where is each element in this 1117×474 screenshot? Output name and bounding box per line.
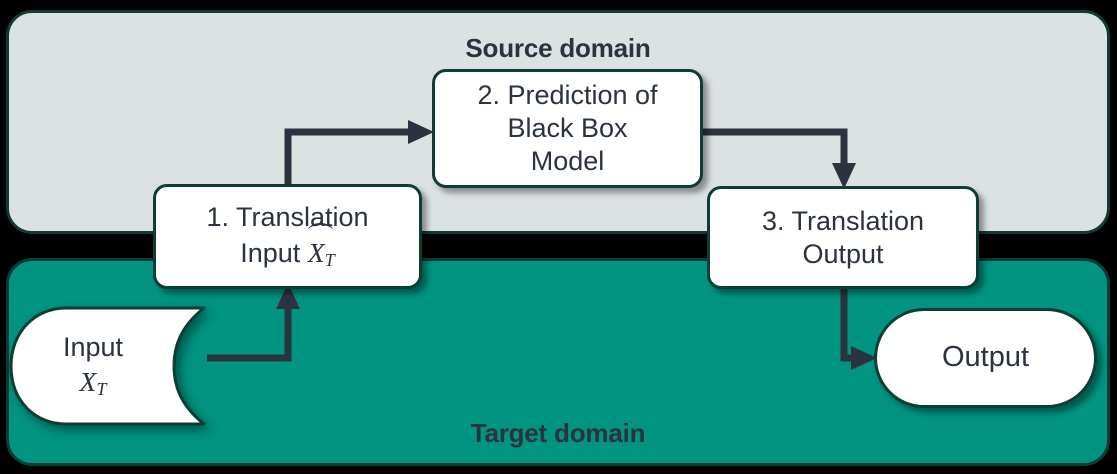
- translation-output-line1: 3. Translation: [761, 205, 925, 236]
- node-translation-input-label: 1. Translation Input XT: [206, 201, 368, 271]
- node-output[interactable]: Output: [874, 308, 1097, 408]
- target-domain-label: Target domain: [470, 418, 646, 448]
- node-output-label: Output: [941, 341, 1030, 374]
- black-box-line3: Model: [530, 145, 605, 176]
- node-black-box-prediction[interactable]: 2. Prediction of Black Box Model: [432, 69, 703, 188]
- hat-accent-icon: [307, 223, 334, 233]
- node-translation-output[interactable]: 3. Translation Output: [707, 186, 979, 289]
- node-translation-output-label: 3. Translation Output: [762, 205, 924, 271]
- translation-input-line2-prefix: Input: [240, 238, 301, 269]
- node-input-tape[interactable]: Input XT: [8, 305, 230, 427]
- translation-input-var-sub: T: [324, 250, 335, 271]
- black-box-line1: 2. Prediction of: [477, 80, 658, 111]
- black-box-line2: Black Box: [507, 113, 628, 144]
- node-translation-input[interactable]: 1. Translation Input XT: [153, 184, 422, 289]
- translation-input-variable: XT: [307, 223, 335, 271]
- translation-input-line1: 1. Translation: [206, 202, 369, 233]
- translation-input-var-base: X: [307, 237, 325, 269]
- translation-output-line2: Output: [802, 238, 884, 269]
- node-black-box-label: 2. Prediction of Black Box Model: [477, 79, 657, 178]
- input-tape-shape-icon: [9, 306, 206, 426]
- source-domain-label: Source domain: [465, 33, 651, 63]
